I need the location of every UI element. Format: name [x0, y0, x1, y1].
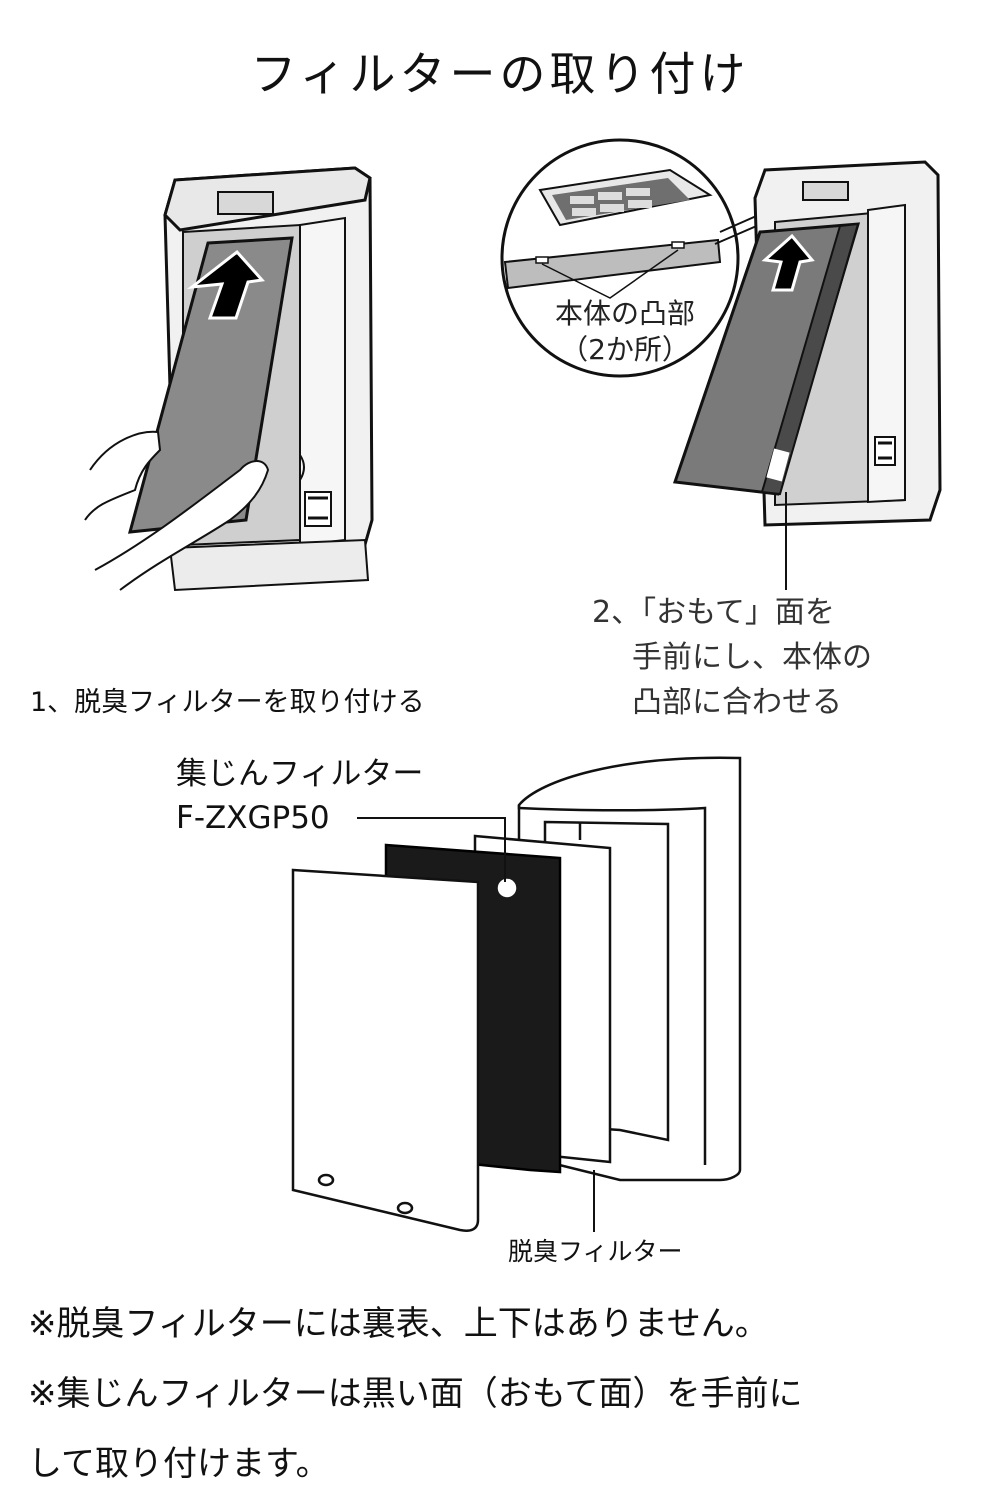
callout-line2: （2か所）	[560, 333, 690, 366]
step2-line3: 凸部に合わせる	[632, 685, 842, 720]
step1-instruction: 1、脱臭フィルターを取り付ける	[30, 687, 425, 718]
dust-filter-model: F-ZXGP50	[176, 800, 330, 836]
step1-illustration	[84, 166, 374, 592]
callout-label: 本体の凸部 （2か所）	[540, 296, 710, 368]
page-title: フィルターの取り付け	[250, 47, 750, 101]
left-hand-icon	[84, 430, 162, 521]
note-line: ※脱臭フィルターには裏表、上下はありません。	[28, 1304, 769, 1344]
right-hand-icon	[94, 460, 270, 591]
note-line: ※集じんフィルターは黒い面（おもて面）を手前に	[28, 1374, 803, 1414]
arrow-up-icon	[761, 233, 815, 292]
step2-line1: 2、「おもて」面を	[592, 595, 835, 630]
control-panel-icon	[217, 191, 274, 215]
dust-filter-name: 集じんフィルター	[176, 756, 424, 792]
front-panel	[291, 868, 480, 1232]
deodorizing-filter-label: 脱臭フィルター	[508, 1237, 683, 1266]
step2-instruction: 2、「おもて」面を 手前にし、本体の 凸部に合わせる	[592, 590, 872, 725]
step2-line2: 手前にし、本体の	[632, 640, 872, 675]
callout-line1: 本体の凸部	[554, 297, 695, 330]
dust-filter-label: 集じんフィルター F-ZXGP50	[176, 752, 423, 840]
step2-illustration	[500, 138, 942, 590]
arrow-up-icon	[186, 249, 265, 320]
note-line: して取り付けます。	[28, 1444, 330, 1484]
exploded-view-illustration	[291, 756, 742, 1232]
